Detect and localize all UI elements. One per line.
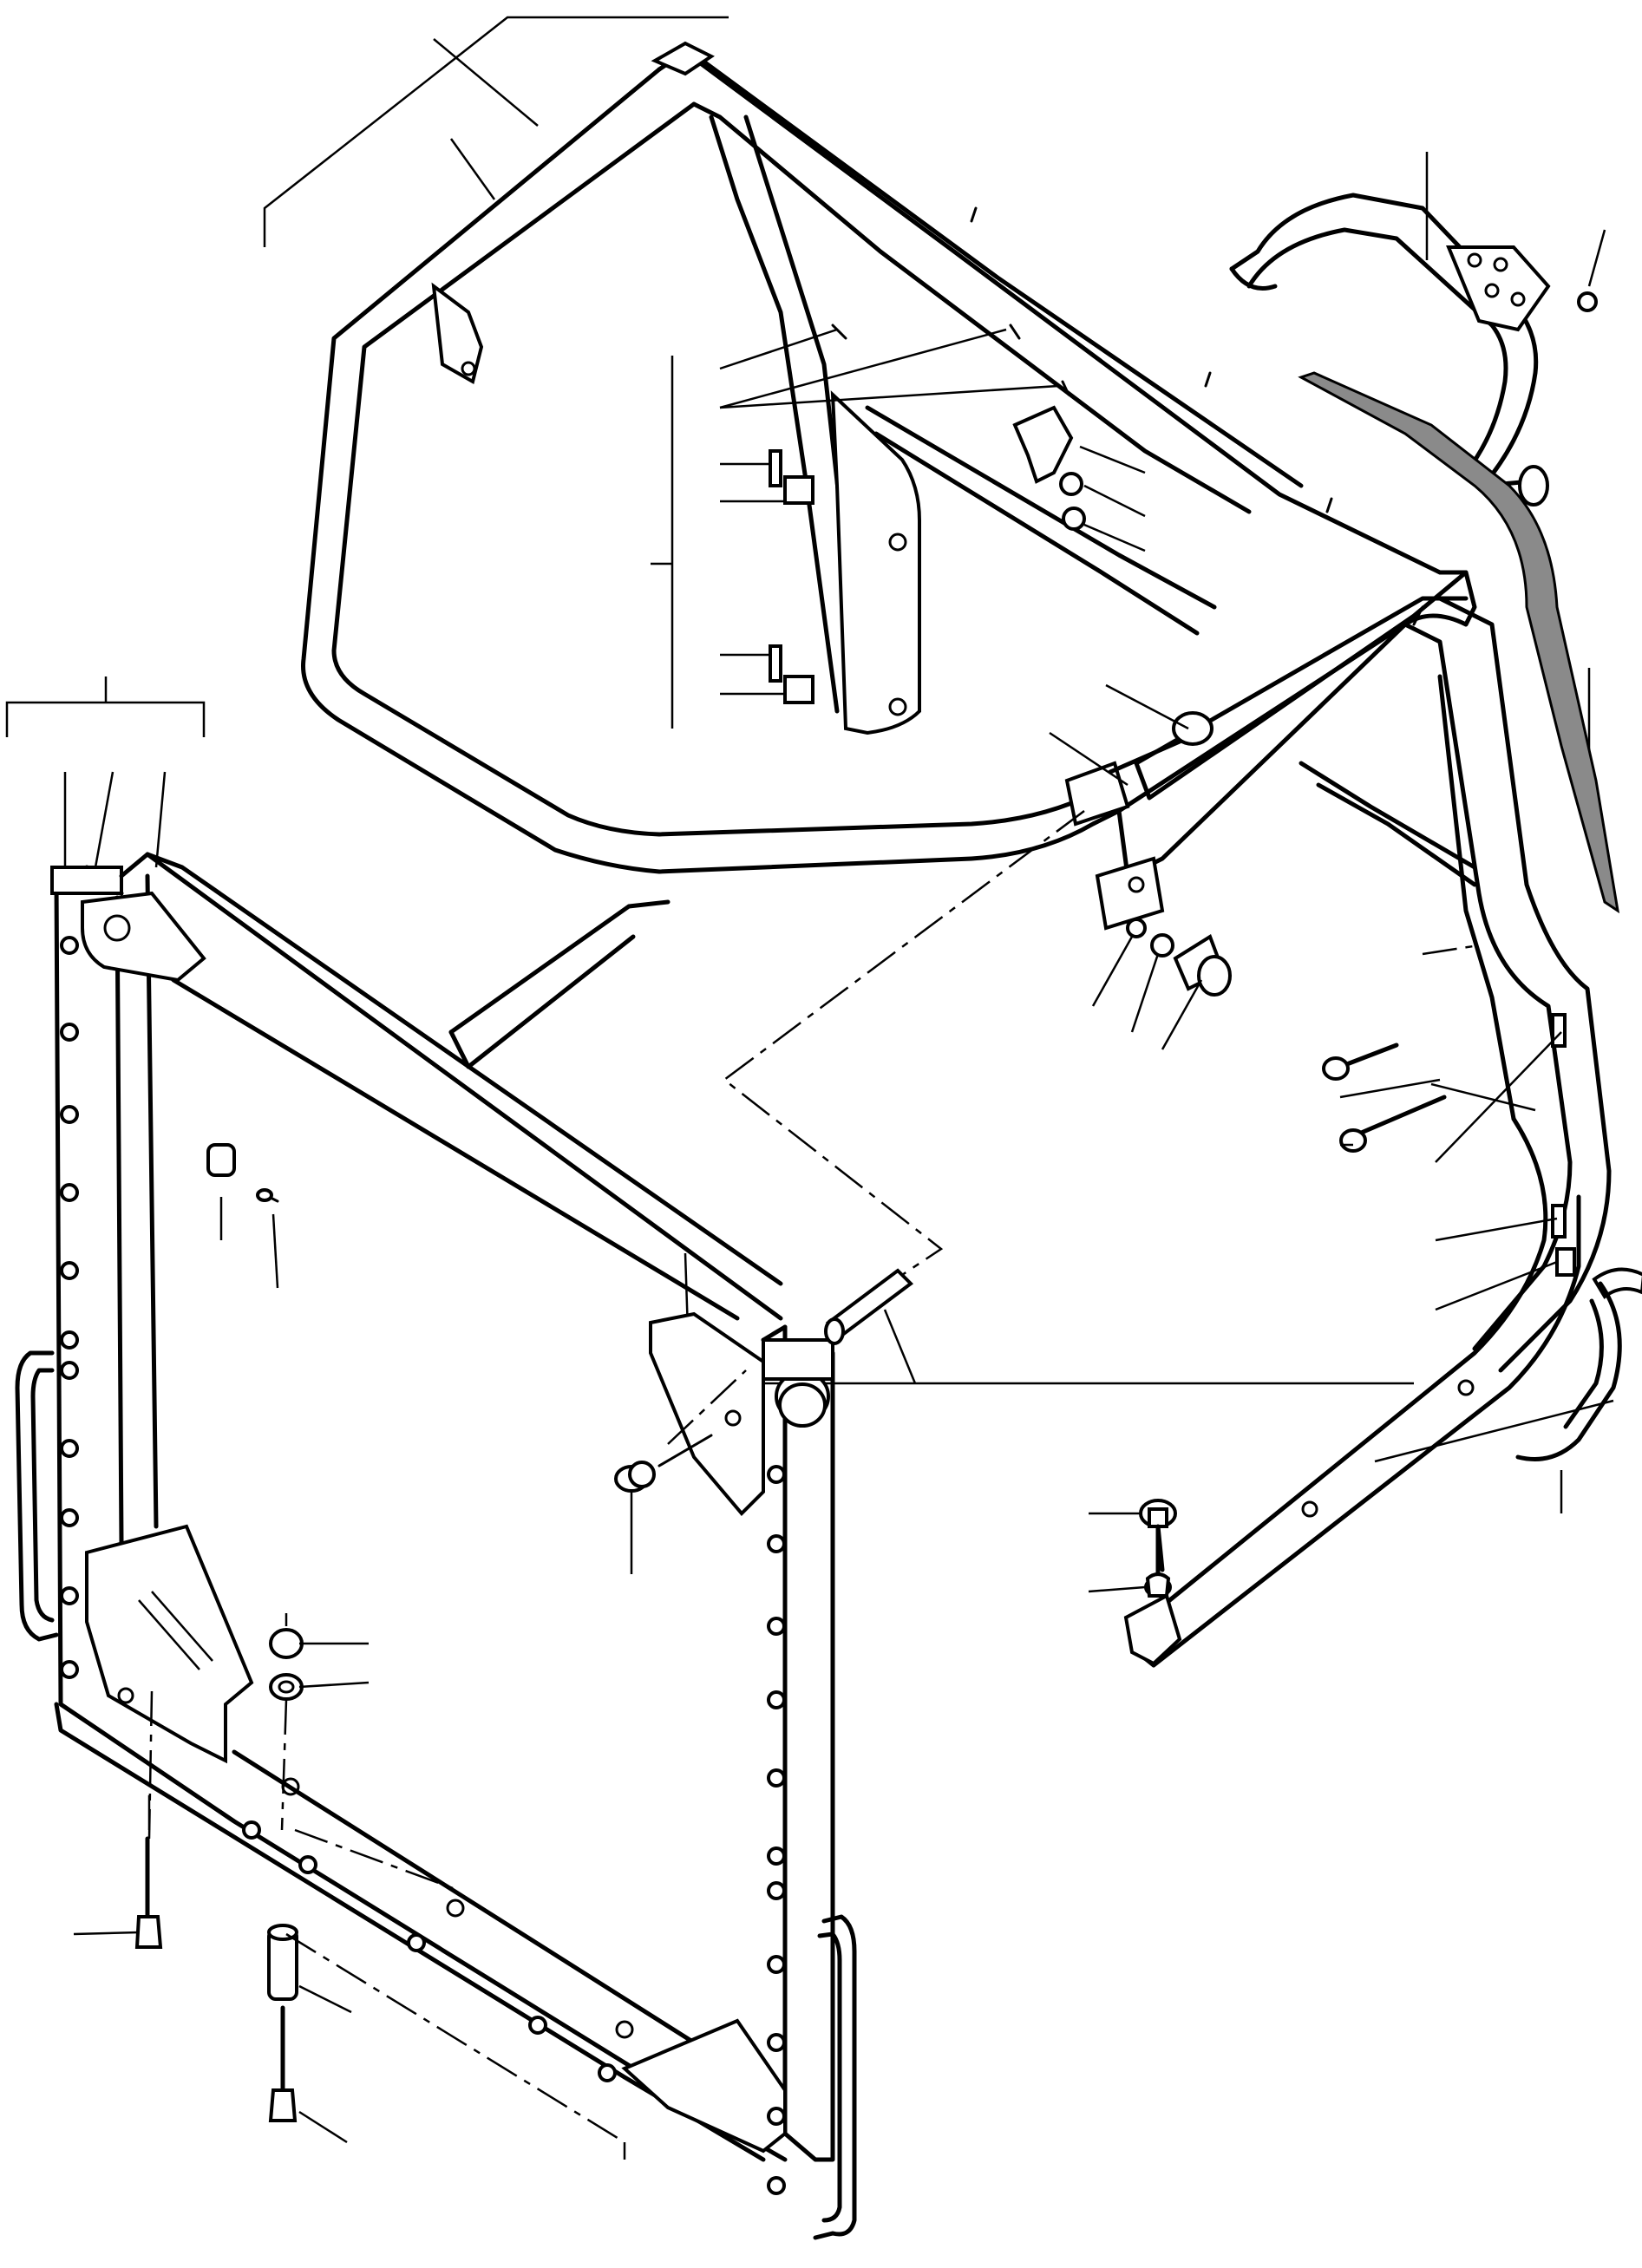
front-lower-frame (15, 852, 857, 2240)
roof-hardware (719, 324, 1146, 552)
lower-hardware (73, 1268, 917, 2144)
bottom-rail-bolt-row (242, 1777, 634, 2082)
lower-right-bolt (1145, 1507, 1171, 1598)
roof-frame (301, 41, 1612, 1373)
right-pillar-bolt-row (767, 1465, 786, 2195)
roof-grab-handle (1229, 193, 1606, 507)
left-pillar-bolt-row (60, 936, 79, 1679)
door-hinge-plate (431, 282, 921, 735)
alignment-lines (147, 809, 1480, 2160)
group-brackets (5, 16, 1591, 1513)
right-lower-frame (1088, 1013, 1642, 1668)
roof-mount-bolts (1049, 683, 1232, 1050)
weather-seal-strip (1298, 371, 1620, 914)
hinge-pins (720, 449, 814, 704)
